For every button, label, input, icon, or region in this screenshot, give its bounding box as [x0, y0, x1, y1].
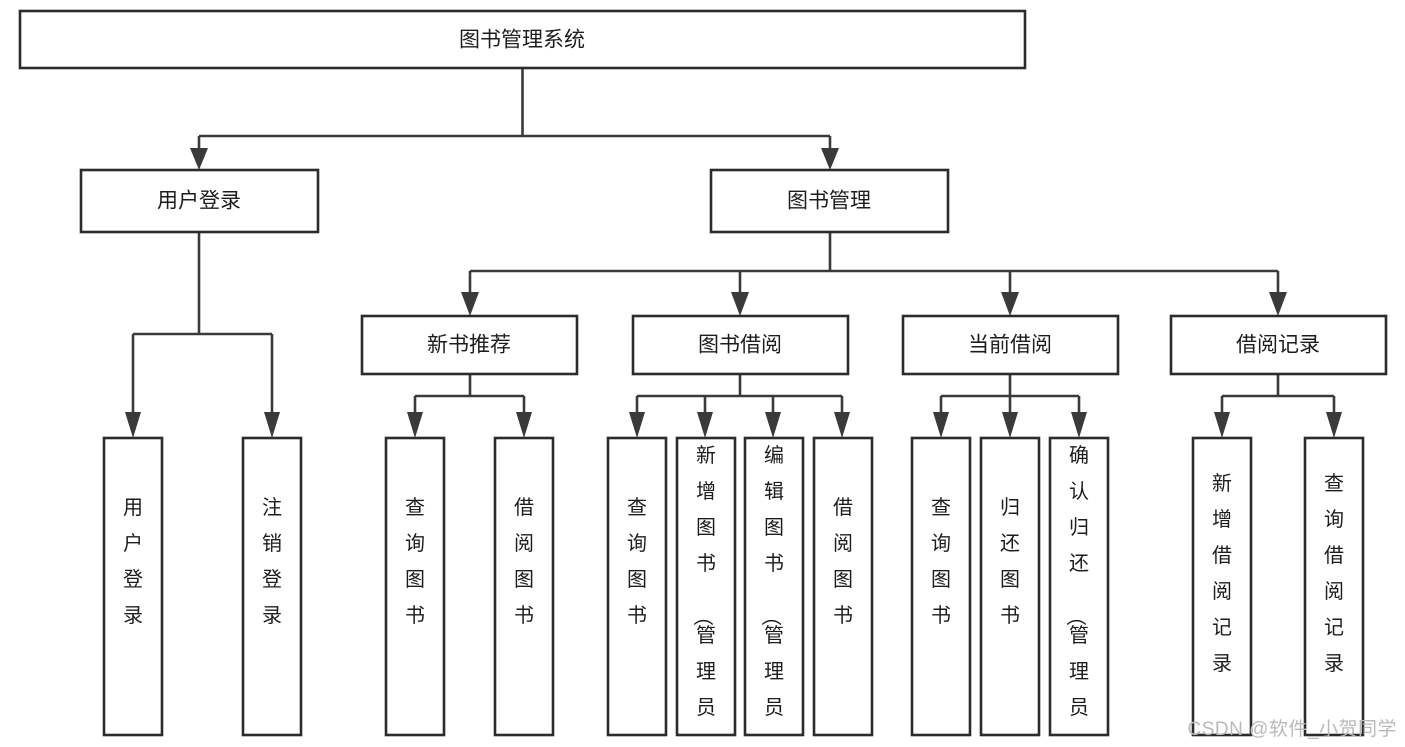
arrowhead-currentborrow-leaf1: [933, 412, 949, 438]
node-new-book-recommend-label: 新书推荐: [427, 334, 511, 357]
node-new-book-recommend-box: [360, 314, 579, 376]
node-borrow-record[interactable]: 借阅记录: [1169, 314, 1388, 376]
leaf-record-add[interactable]: 新增借阅记录: [1191, 436, 1253, 737]
arrowhead-new-book: [461, 292, 479, 316]
arrowhead-current-borrow: [1001, 292, 1019, 316]
node-book-borrow[interactable]: 图书借阅: [631, 314, 850, 376]
connectors-layer: [125, 68, 1342, 438]
node-new-book-recommend[interactable]: 新书推荐: [360, 314, 579, 376]
arrowhead-leaf-user-login: [125, 412, 141, 438]
leaf-record-query[interactable]: 查询借阅记录: [1303, 436, 1365, 737]
arrowhead-bookborrow-leaf1: [629, 412, 645, 438]
leaf-current-return-book-box: [979, 436, 1041, 737]
leaf-current-return-book[interactable]: 归还图书: [979, 436, 1041, 737]
node-current-borrow-box: [901, 314, 1120, 376]
leaf-borrow-query-book-label: 查询图书: [627, 496, 647, 627]
arrowhead-newbook-leaf2: [516, 412, 532, 438]
leaf-user-login-label: 用户登录: [123, 497, 143, 627]
leaf-borrow-borrow-book[interactable]: 借阅图书: [812, 436, 874, 737]
leaf-record-query-label: 查询借阅记录: [1324, 472, 1344, 675]
arrowhead-borrow-record: [1269, 292, 1287, 316]
leaf-borrow-query-book[interactable]: 查询图书: [606, 436, 668, 737]
arrowhead-newbook-leaf1: [407, 412, 423, 438]
node-root[interactable]: 图书管理系统: [18, 9, 1027, 70]
arrowhead-bookborrow-leaf3: [765, 412, 781, 438]
arrowhead-currentborrow-leaf3: [1071, 412, 1087, 438]
arrowhead-user-login: [190, 148, 208, 170]
leaf-newbook-borrow-book-label: 借阅图书: [514, 496, 534, 627]
leaf-current-confirm-return-label: 确认归还（管理员）: [1064, 444, 1089, 747]
leaf-borrow-borrow-book-label: 借阅图书: [833, 496, 853, 627]
node-user-login-label: 用户登录: [157, 190, 241, 213]
leaf-current-query-book-label: 查询图书: [931, 496, 951, 627]
leaf-logout-label: 注销登录: [262, 496, 282, 627]
leaf-borrow-add-book-label: 新增图书（管理员）: [691, 444, 716, 747]
node-book-management-label: 图书管理: [787, 190, 871, 213]
node-book-borrow-box: [631, 314, 850, 376]
arrowhead-book-borrow: [731, 292, 749, 316]
leaf-current-confirm-return[interactable]: 确认归还（管理员）: [1048, 436, 1110, 747]
leaf-current-query-book[interactable]: 查询图书: [910, 436, 972, 737]
csdn-watermark: CSDN @软件_小贺同学: [1187, 719, 1397, 740]
leaf-newbook-query-book-box: [384, 436, 446, 737]
leaf-borrow-add-book-box: [675, 436, 737, 737]
leaf-logout[interactable]: 注销登录: [241, 436, 303, 737]
node-current-borrow-label: 当前借阅: [968, 334, 1052, 357]
leaf-newbook-query-book[interactable]: 查询图书: [384, 436, 446, 737]
leaf-record-add-box: [1191, 436, 1253, 737]
node-current-borrow[interactable]: 当前借阅: [901, 314, 1120, 376]
leaf-borrow-edit-book[interactable]: 编辑图书（管理员）: [743, 436, 805, 747]
leaf-newbook-borrow-book[interactable]: 借阅图书: [493, 436, 555, 737]
leaf-current-confirm-return-box: [1048, 436, 1110, 737]
arrowhead-book-mgmt: [821, 148, 839, 170]
node-root-label: 图书管理系统: [459, 29, 585, 52]
node-borrow-record-label: 借阅记录: [1236, 334, 1320, 357]
leaf-borrow-query-book-box: [606, 436, 668, 737]
leaf-record-add-label: 新增借阅记录: [1212, 472, 1232, 675]
node-book-management[interactable]: 图书管理: [709, 168, 950, 234]
arrowhead-currentborrow-leaf2: [1002, 412, 1018, 438]
leaf-newbook-borrow-book-box: [493, 436, 555, 737]
leaf-borrow-add-book[interactable]: 新增图书（管理员）: [675, 436, 737, 747]
leaf-record-query-box: [1303, 436, 1365, 737]
arrowhead-bookborrow-leaf4: [834, 412, 850, 438]
node-book-management-box: [709, 168, 950, 234]
node-user-login-box: [79, 168, 320, 234]
arrowhead-borrowrecord-leaf2: [1326, 412, 1342, 438]
node-root-box: [18, 9, 1027, 70]
node-borrow-record-box: [1169, 314, 1388, 376]
arrowhead-borrowrecord-leaf1: [1214, 412, 1230, 438]
node-user-login[interactable]: 用户登录: [79, 168, 320, 234]
leaf-user-login[interactable]: 用户登录: [102, 436, 164, 737]
leaf-borrow-edit-book-box: [743, 436, 805, 737]
leaf-borrow-edit-book-label: 编辑图书（管理员）: [759, 444, 784, 747]
leaf-current-query-book-box: [910, 436, 972, 737]
arrowhead-leaf-logout: [264, 412, 280, 438]
leaf-user-login-box: [102, 436, 164, 737]
node-book-borrow-label: 图书借阅: [698, 334, 782, 357]
arrowhead-bookborrow-leaf2: [697, 412, 713, 438]
leaf-current-return-book-label: 归还图书: [1000, 496, 1020, 627]
leaf-borrow-borrow-book-box: [812, 436, 874, 737]
leaf-logout-box: [241, 436, 303, 737]
leaf-newbook-query-book-label: 查询图书: [405, 496, 425, 627]
